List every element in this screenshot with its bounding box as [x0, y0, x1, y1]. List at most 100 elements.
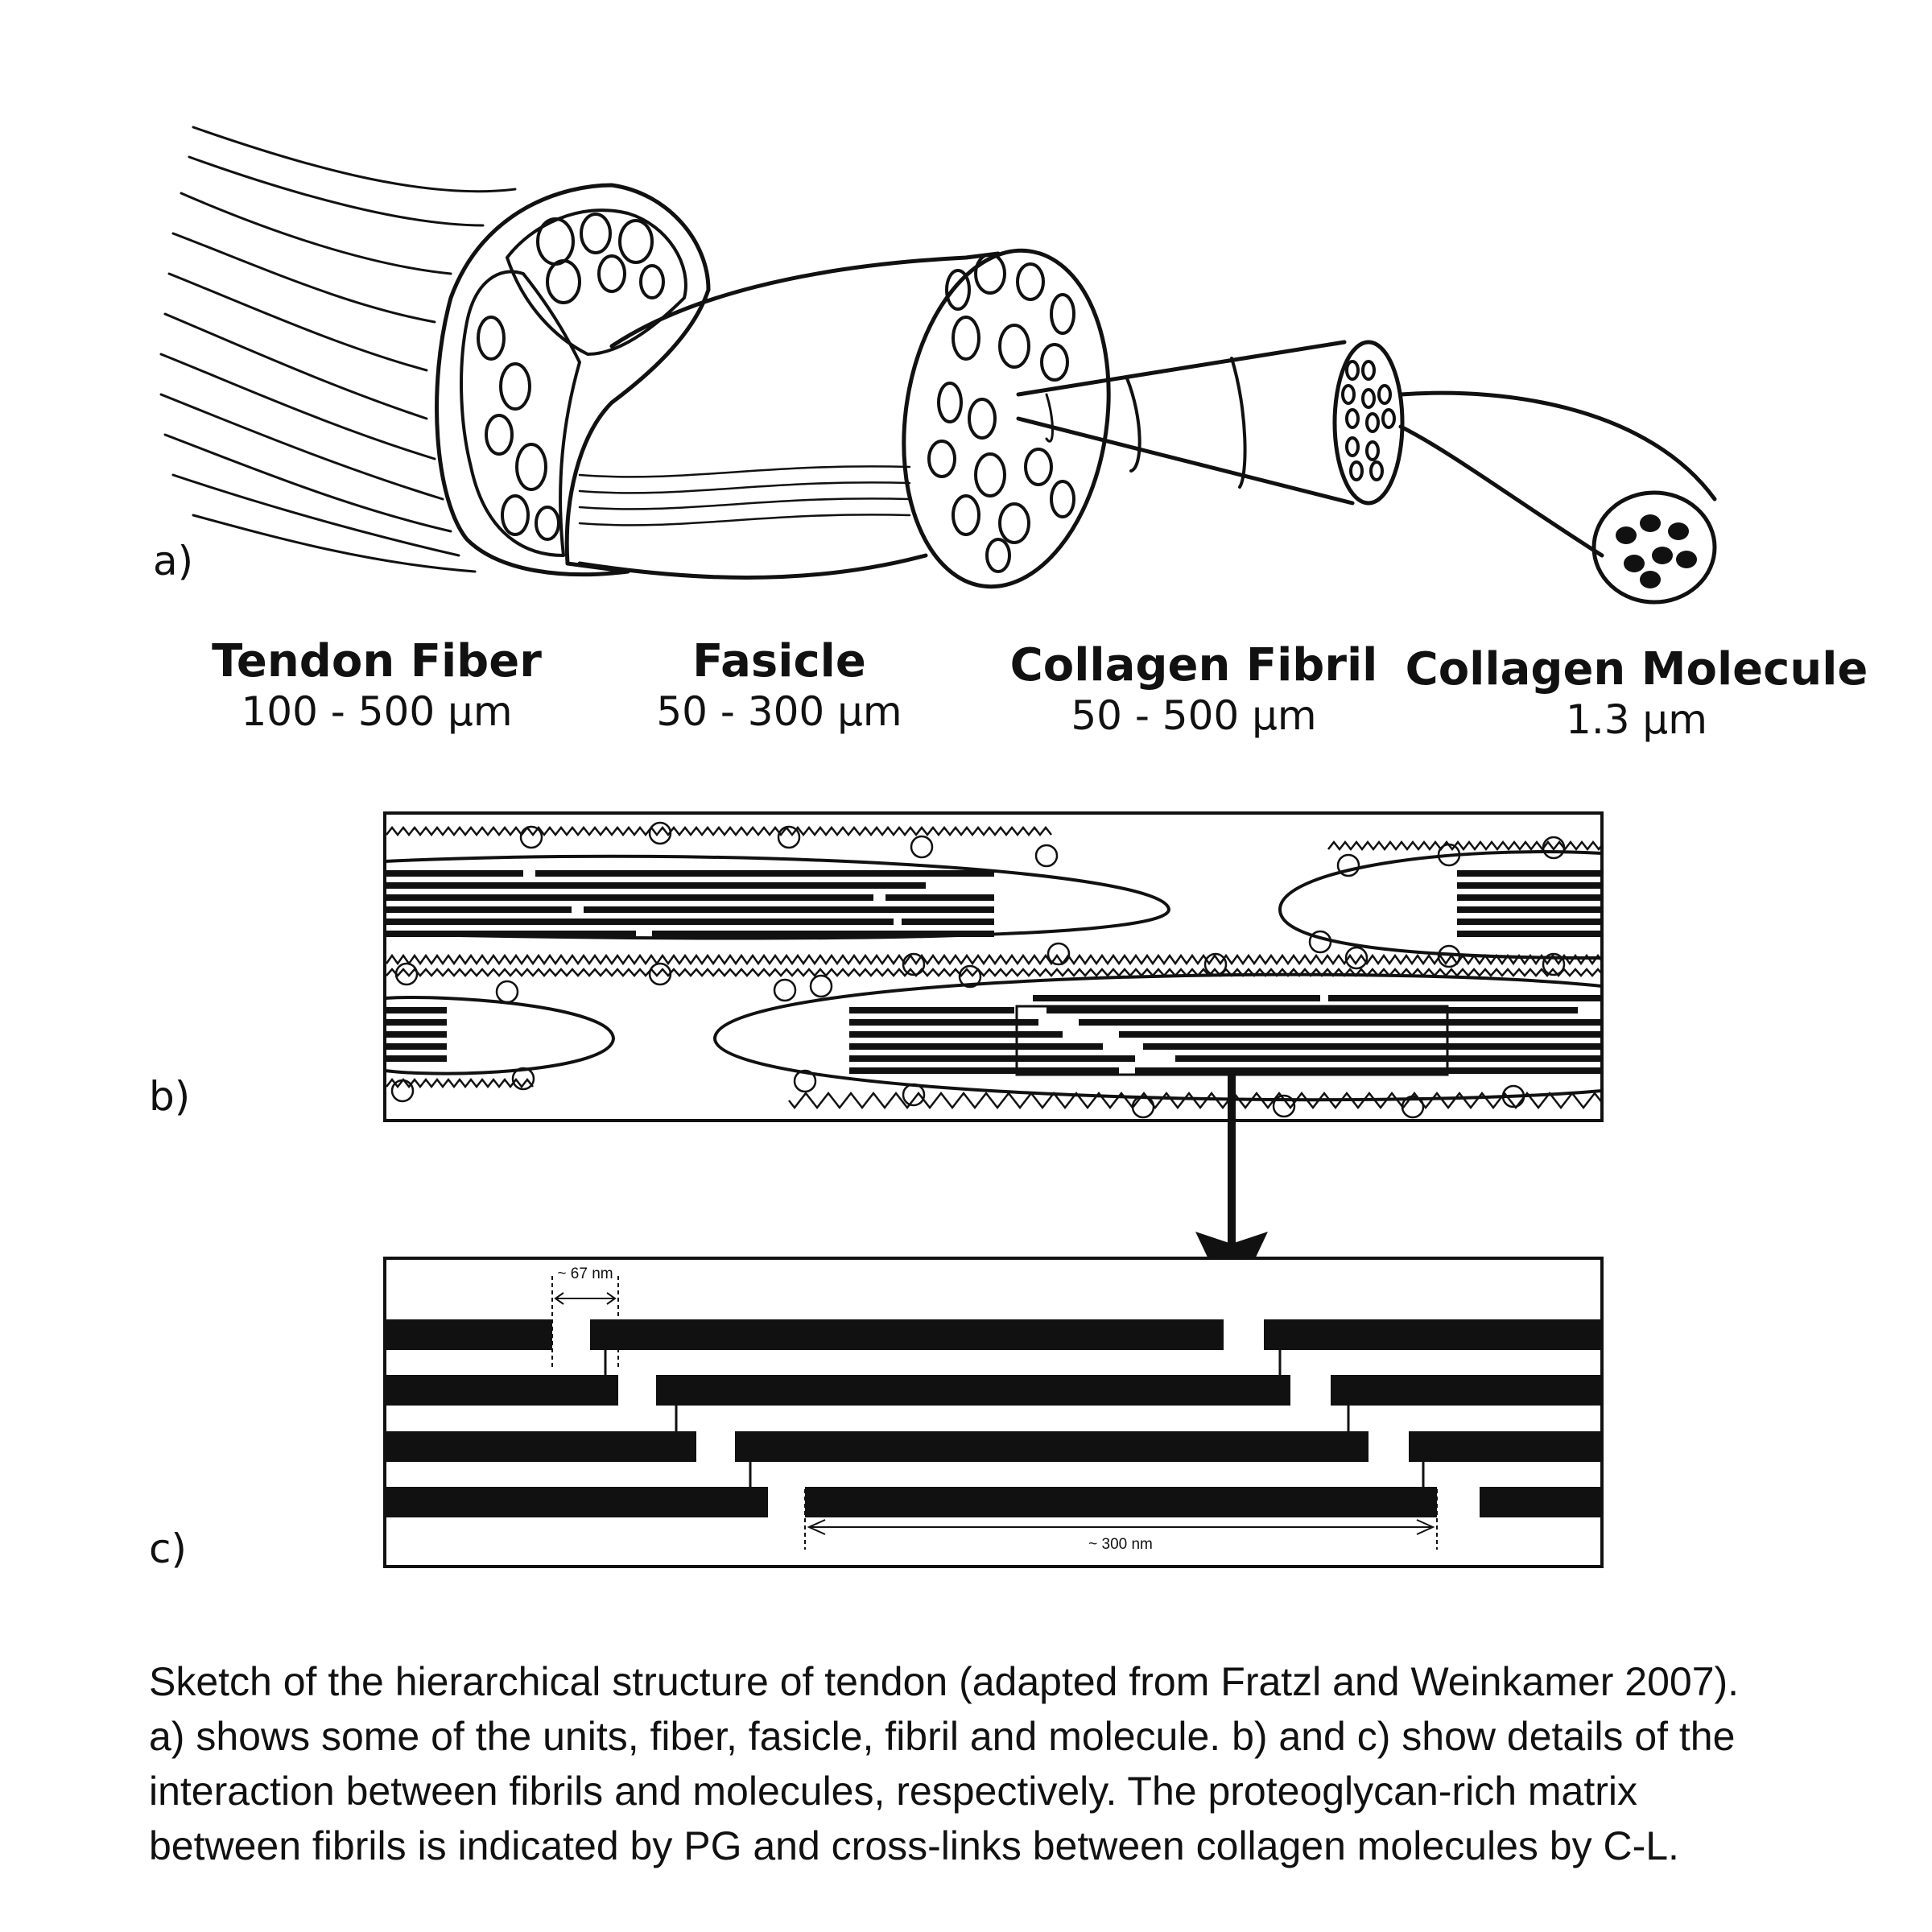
fibril-ellipse — [1365, 440, 1380, 461]
molecule-bar — [849, 1019, 1038, 1026]
cell-ellipse — [485, 414, 514, 456]
molecule-bar — [1079, 1019, 1602, 1026]
length-dimension — [804, 1489, 1438, 1550]
molecule-bars — [386, 870, 1602, 1074]
cell-ellipse — [515, 443, 547, 491]
cell-ellipse — [952, 494, 980, 536]
proteoglycan-dot — [809, 974, 833, 998]
molecule-bar — [386, 919, 894, 925]
proteoglycan-dot — [1344, 946, 1368, 970]
molecule-dots — [1616, 514, 1697, 588]
unit-tendon-fiber: Tendon Fiber 100 - 500 µm — [212, 636, 542, 736]
unit-size: 50 - 500 µm — [1071, 692, 1317, 739]
cross-links — [604, 1350, 1425, 1487]
fibril-ellipse — [1377, 384, 1392, 405]
molecule-bar — [886, 894, 994, 901]
molecule-bar — [1457, 894, 1602, 901]
collagen-molecule-bar — [385, 1431, 696, 1462]
fibril-ellipse — [1365, 412, 1380, 433]
molecule-bar — [386, 894, 873, 901]
proteoglycan-dot — [1542, 836, 1566, 860]
proteoglycan-dot — [902, 952, 926, 976]
cell-ellipse — [546, 259, 581, 304]
caption-line: between fibrils is indicated by PG and c… — [149, 1823, 1679, 1868]
panel-label-a: a) — [153, 538, 194, 584]
cell-ellipse — [501, 494, 530, 536]
molecule-dot — [1652, 547, 1673, 564]
molecule-bar — [1457, 919, 1602, 925]
molecule-bar — [386, 1007, 447, 1013]
cell-ellipse — [499, 362, 531, 411]
proteoglycan-dot — [1034, 844, 1059, 868]
proteoglycan-dot — [394, 962, 419, 986]
fibril-ellipse — [1361, 388, 1376, 409]
molecule-bar — [849, 1067, 1119, 1074]
proteoglycan-matrix — [385, 821, 1602, 1119]
cell-ellipse — [937, 382, 963, 423]
unit-collagen-molecule: Collagen Molecule 1.3 µm — [1406, 644, 1868, 744]
cell-ellipse — [1050, 480, 1075, 518]
proteoglycan-dot — [1046, 942, 1071, 966]
molecule-bar — [1135, 1067, 1602, 1074]
unit-collagen-fibril: Collagen Fibril 50 - 500 µm — [1010, 640, 1378, 740]
molecule-bar — [535, 870, 994, 877]
panel-a-illustration — [159, 126, 1717, 605]
fibril-cross-section — [1332, 340, 1405, 506]
unit-name: Collagen Molecule — [1405, 643, 1868, 696]
cell-ellipse — [1040, 343, 1069, 382]
unit-name: Fasicle — [692, 635, 866, 687]
molecule-dot — [1676, 551, 1697, 568]
cell-ellipse — [536, 217, 575, 266]
collagen-molecule-bar — [1331, 1375, 1602, 1406]
collagen-molecule-bar — [385, 1375, 618, 1406]
collagen-molecule-bar — [656, 1375, 1290, 1406]
molecule-bar — [1457, 931, 1602, 937]
proteoglycan-dot — [390, 1079, 415, 1103]
proteoglycan-dot — [648, 821, 672, 845]
proteoglycan-dot — [910, 835, 934, 859]
proteoglycan-dot — [1272, 1094, 1296, 1118]
molecule-bar — [902, 919, 994, 925]
fibril-ellipse — [1345, 408, 1360, 429]
tendon-fiber-body — [435, 183, 711, 577]
cell-ellipse — [974, 452, 1006, 497]
molecule-bar — [386, 1031, 447, 1038]
molecule-bar — [1328, 995, 1602, 1001]
cell-ellipse — [1050, 293, 1075, 335]
molecule-bar — [1119, 1031, 1602, 1038]
caption-line: Sketch of the hierarchical structure of … — [149, 1659, 1740, 1704]
fibril-ellipse — [1345, 360, 1360, 381]
cell-ellipse — [927, 440, 956, 478]
fascicle-strands — [578, 465, 911, 526]
collagen-molecule-body — [1398, 390, 1717, 558]
panel-label-c: c) — [149, 1525, 187, 1572]
molecule-dot — [1616, 526, 1637, 544]
unit-name: Collagen Fibril — [1009, 639, 1378, 691]
molecule-bar — [386, 1055, 447, 1062]
fibril-ellipse — [1361, 360, 1376, 381]
cell-ellipse — [998, 502, 1030, 544]
cell-ellipse — [952, 316, 980, 361]
cell-ellipse — [985, 538, 1011, 573]
fibril-outlines — [385, 850, 1602, 1102]
molecule-bar — [386, 931, 636, 937]
cell-ellipse — [945, 269, 971, 311]
cell-ellipse — [1024, 448, 1053, 486]
cell-ellipse — [968, 398, 997, 440]
cell-ellipse — [1016, 262, 1045, 301]
cell-ellipse — [477, 316, 506, 361]
proteoglycan-dot — [773, 978, 797, 1002]
proteoglycan-dot — [1401, 1095, 1425, 1119]
fascicle-body — [577, 251, 1001, 580]
molecule-bar — [386, 1043, 447, 1050]
collagen-molecule-bar — [735, 1431, 1368, 1462]
panel-label-b: b) — [149, 1073, 191, 1120]
molecule-dot — [1640, 571, 1661, 588]
cell-ellipse — [998, 324, 1030, 369]
fibril-ellipse — [1381, 408, 1396, 429]
cell-ellipse — [597, 254, 626, 293]
molecule-bar — [849, 1007, 1014, 1013]
cell-ellipse — [580, 213, 612, 254]
collagen-molecule-bar — [385, 1487, 768, 1517]
cell-ellipse — [535, 506, 560, 541]
